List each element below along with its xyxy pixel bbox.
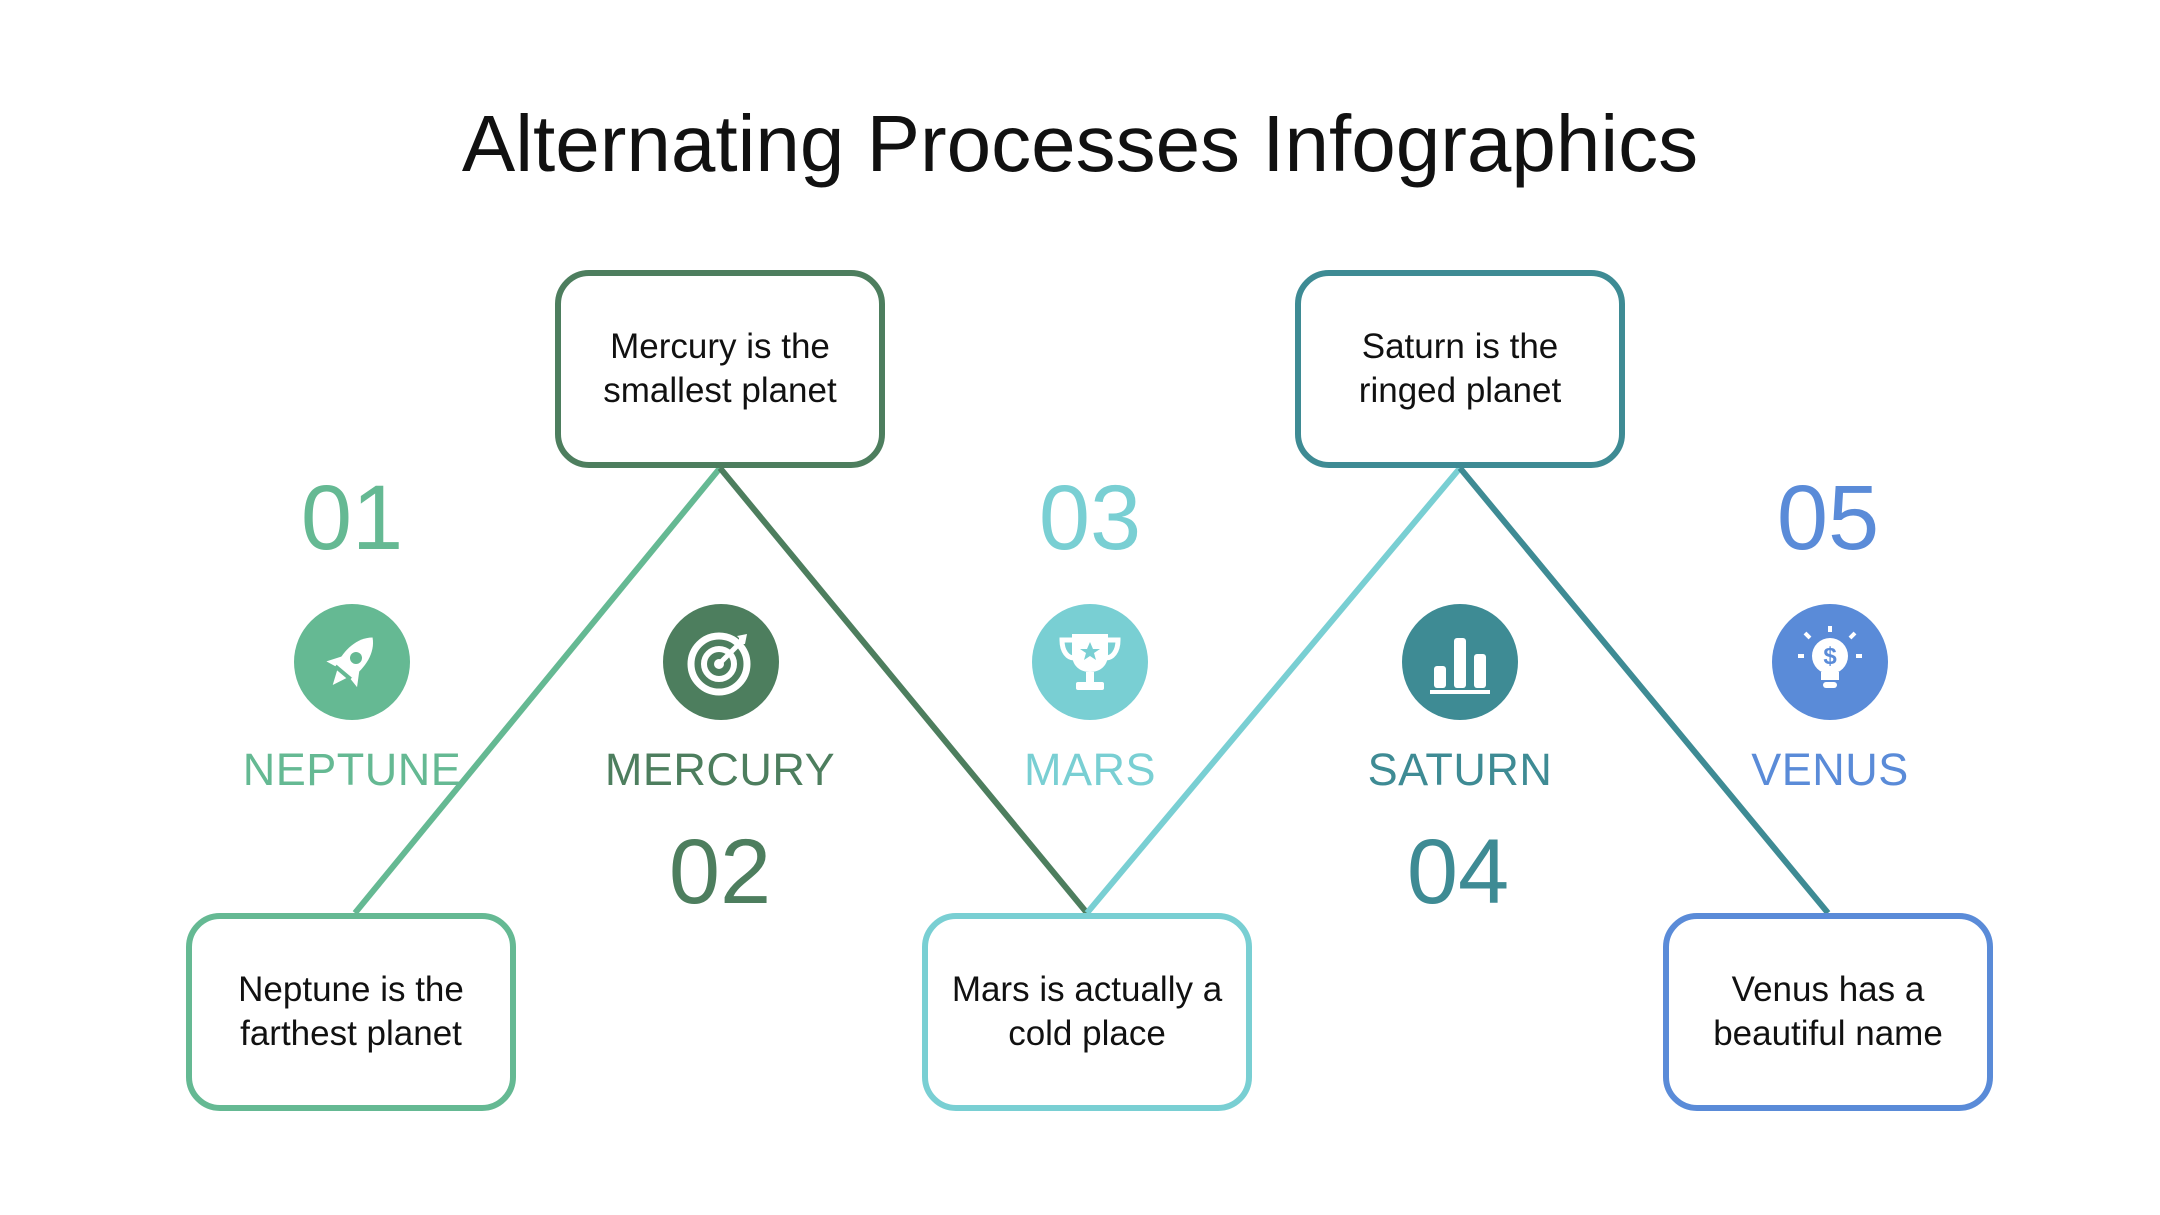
target-icon — [663, 604, 779, 720]
step-3-label: MARS — [1023, 744, 1156, 795]
step-5-number: 05 — [1776, 467, 1880, 569]
rocket-icon — [294, 604, 410, 720]
step-3-box: Mars is actually a cold place — [922, 913, 1252, 1111]
step-2-number: 02 — [668, 821, 772, 923]
step-2-box: Mercury is the smallest planet — [555, 270, 885, 468]
lightbulb-dollar-icon: $ — [1772, 604, 1888, 720]
connector-line-3 — [1084, 466, 1463, 915]
step-4-box: Saturn is the ringed planet — [1295, 270, 1625, 468]
step-4-number: 04 — [1406, 821, 1510, 923]
svg-text:$: $ — [1823, 643, 1837, 670]
step-1-label: NEPTUNE — [242, 744, 462, 795]
step-1-number: 01 — [300, 467, 404, 569]
step-4-label: SATURN — [1367, 744, 1553, 795]
step-1-text: Neptune is the farthest planet — [238, 970, 464, 1053]
connector-line-4 — [1457, 466, 1831, 915]
step-2-label: MERCURY — [604, 744, 836, 795]
connector-line-2 — [717, 466, 1090, 915]
trophy-icon — [1032, 604, 1148, 720]
step-5-text: Venus has a beautiful name — [1713, 970, 1943, 1053]
step-2-text: Mercury is the smallest planet — [603, 327, 837, 410]
step-5-label: VENUS — [1751, 744, 1909, 795]
step-3-text: Mars is actually a cold place — [951, 970, 1223, 1053]
bar-chart-icon — [1402, 604, 1518, 720]
step-1-box: Neptune is the farthest planet — [186, 913, 516, 1111]
connector-line-1 — [352, 466, 723, 915]
step-4-text: Saturn is the ringed planet — [1358, 327, 1562, 410]
step-3-number: 03 — [1038, 467, 1142, 569]
page-title: Alternating Processes Infographics — [461, 99, 1699, 188]
step-5-box: Venus has a beautiful name — [1663, 913, 1993, 1111]
